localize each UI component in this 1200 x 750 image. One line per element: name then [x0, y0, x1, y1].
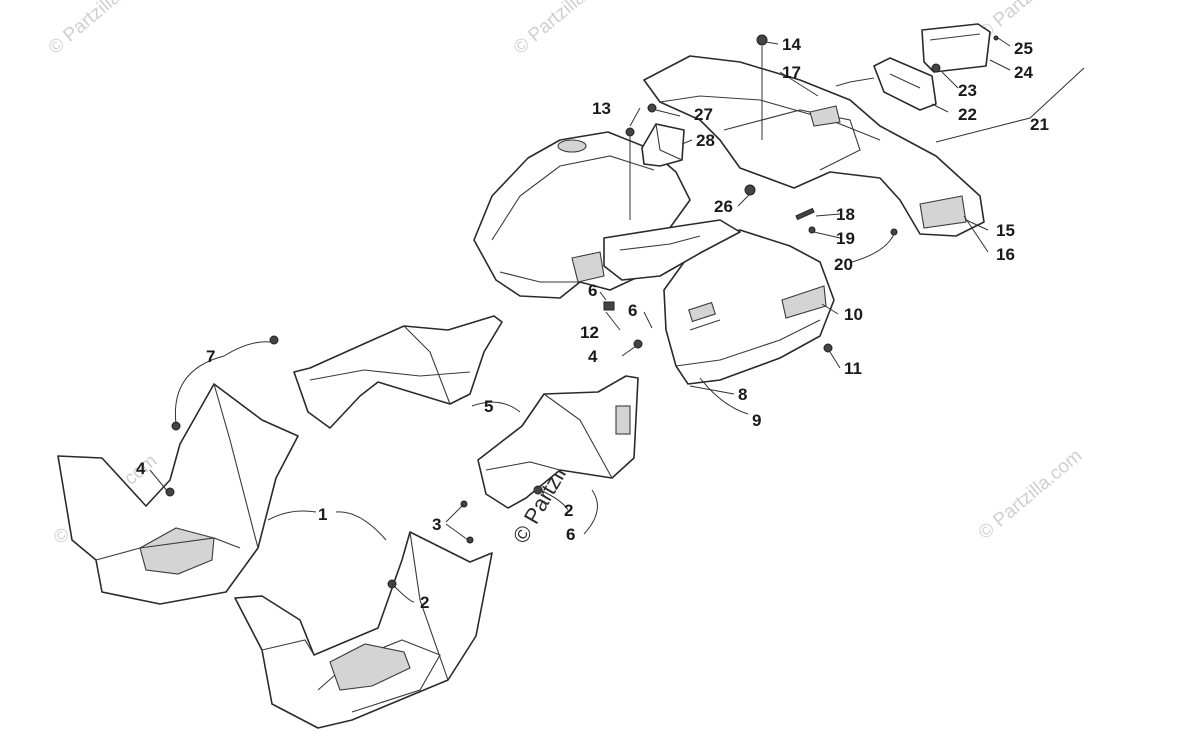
part-left-footwell: [57, 383, 299, 605]
callout-20: 20: [834, 255, 853, 274]
callout-2a: 2: [420, 593, 429, 612]
callout-25: 25: [1014, 39, 1033, 58]
part-splash-panel-upper: [293, 315, 503, 429]
callout-23: 23: [958, 81, 977, 100]
callout-24: 24: [1014, 63, 1033, 82]
callout-27: 27: [694, 105, 713, 124]
callout-2b: 2: [564, 501, 573, 520]
callout-5: 5: [484, 397, 493, 416]
callout-12: 12: [580, 323, 599, 342]
callout-7: 7: [206, 347, 215, 366]
watermark-top-left: © Partzilla.com: [45, 0, 157, 59]
callout-8: 8: [738, 385, 747, 404]
part-splash-panel-lower: [477, 375, 639, 509]
watermark-top-center: © Partzilla.com: [510, 0, 622, 59]
part-rear-fender-top: [643, 55, 985, 237]
callouts: 1 2 2 3 4 4 5 6 6 6 7 8 9 10 11 12 13 14…: [136, 35, 1049, 612]
callout-16: 16: [996, 245, 1015, 264]
part-taillight-lens: [921, 23, 991, 73]
part-center-panel: [603, 219, 741, 281]
callout-17: 17: [782, 63, 801, 82]
leader-lines: [149, 37, 1085, 603]
callout-13: 13: [592, 99, 611, 118]
watermark-mid-right: © Partzilla.com: [975, 445, 1087, 543]
callout-14: 14: [782, 35, 801, 54]
callout-3: 3: [432, 515, 441, 534]
part-rear-fender-side: [663, 229, 835, 385]
callout-22: 22: [958, 105, 977, 124]
part-bracket: [641, 123, 685, 167]
part-right-footwell: [234, 531, 493, 729]
callout-10: 10: [844, 305, 863, 324]
callout-26: 26: [714, 197, 733, 216]
callout-19: 19: [836, 229, 855, 248]
callout-6b: 6: [628, 301, 637, 320]
fasteners: [165, 34, 999, 589]
callout-9: 9: [752, 411, 761, 430]
callout-28: 28: [696, 131, 715, 150]
callout-1: 1: [318, 505, 327, 524]
watermark-top-right: © Partzilla.com: [975, 0, 1087, 44]
callout-18: 18: [836, 205, 855, 224]
part-taillight: [835, 57, 937, 111]
callout-6a: 6: [588, 281, 597, 300]
callout-15: 15: [996, 221, 1015, 240]
callout-21: 21: [1030, 115, 1049, 134]
callout-4b: 4: [588, 347, 598, 366]
callout-6c: 6: [566, 525, 575, 544]
callout-11: 11: [844, 359, 862, 378]
callout-4a: 4: [136, 459, 146, 478]
